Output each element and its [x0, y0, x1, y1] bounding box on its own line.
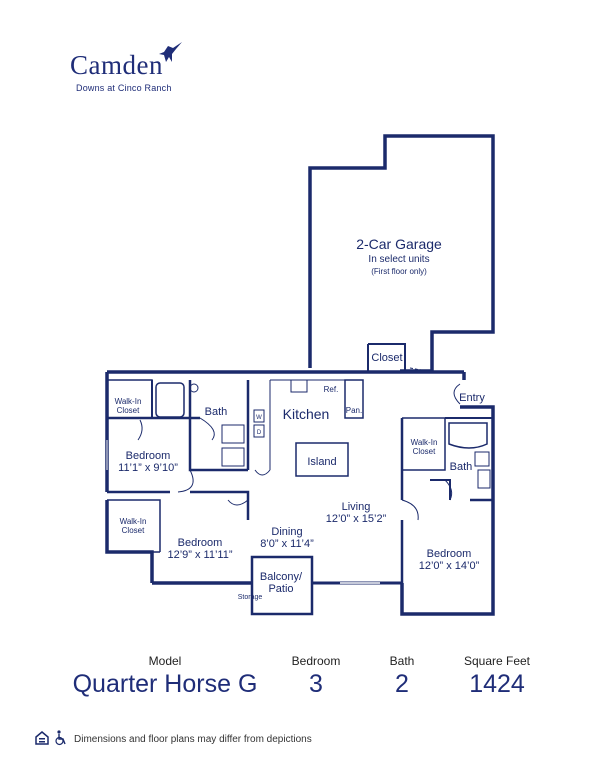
dining-dims: 8’0” x 11’4” — [260, 538, 314, 550]
bedroom-2-dims: 12’9” x 11’11” — [167, 549, 232, 561]
bedroom-value: 3 — [309, 670, 323, 698]
walkin-closet-1b: Closet — [117, 406, 140, 415]
disclaimer-text: Dimensions and floor plans may differ fr… — [74, 734, 312, 745]
bedroom-2-name: Bedroom — [178, 537, 223, 549]
walkin-closet-3b: Closet — [122, 526, 145, 535]
bath-value: 2 — [395, 670, 409, 698]
entry-label: Entry — [459, 392, 485, 404]
bedroom-1-dims: 11’1” x 9’10” — [118, 462, 178, 474]
garage-line3: (First floor only) — [371, 267, 427, 276]
bedroom-3-dims: 12’0” x 14’0” — [419, 560, 480, 572]
brand-name: Camden — [70, 50, 163, 80]
sqft-label: Square Feet — [463, 654, 531, 668]
brand-logo: Camden Downs at Cinco Ranch — [70, 50, 172, 94]
bedroom-block: Bedroom 3 — [276, 654, 356, 699]
bedroom-3-name: Bedroom — [427, 548, 472, 560]
living-name: Living — [342, 501, 371, 513]
bath-2-label: Bath — [450, 461, 473, 473]
model-block: Model Quarter Horse G — [60, 654, 270, 699]
walkin-closet-3a: Walk-In — [120, 517, 147, 526]
bedroom-1-name: Bedroom — [126, 450, 171, 462]
outer-wall-right — [400, 405, 495, 616]
closet-label: Closet — [371, 352, 402, 364]
balcony-walls — [250, 555, 314, 616]
garage-title: 2-Car Garage — [356, 236, 442, 252]
pan-label: Pan. — [346, 406, 362, 415]
ref-label: Ref. — [324, 385, 339, 394]
bath-1-label: Bath — [205, 406, 228, 418]
sqft-block: Square Feet 1424 — [452, 654, 542, 699]
living-dims: 12’0” x 15’2” — [326, 513, 387, 525]
walkin-closet-1a: Walk-In — [115, 397, 142, 406]
sqft-value: 1424 — [469, 670, 525, 698]
walkin-closet-2b: Closet — [413, 447, 436, 456]
dining-name: Dining — [271, 526, 302, 538]
hummingbird-logo-icon — [159, 42, 182, 62]
island-label: Island — [307, 456, 336, 468]
storage-label: Storage — [238, 594, 263, 601]
brand-subtitle: Downs at Cinco Ranch — [76, 83, 172, 93]
appliance-w-label: W — [256, 415, 262, 421]
bath-label: Bath — [389, 654, 415, 668]
walkin-closet-2a: Walk-In — [411, 438, 438, 447]
kitchen-label: Kitchen — [283, 406, 330, 422]
garage-line2: In select units — [368, 254, 429, 265]
garage-walls — [308, 134, 495, 373]
bedroom-label: Bedroom — [291, 654, 341, 668]
bath-block: Bath 2 — [372, 654, 432, 699]
island-shape — [295, 442, 349, 477]
balcony-line1: Balcony/ — [260, 571, 303, 583]
model-label: Model — [148, 654, 182, 668]
equal-housing-icon — [35, 731, 49, 745]
balcony-line2: Patio — [268, 583, 293, 595]
wheelchair-icon — [55, 730, 66, 746]
model-value: Quarter Horse G — [72, 670, 258, 698]
appliance-d-label: D — [257, 430, 262, 436]
